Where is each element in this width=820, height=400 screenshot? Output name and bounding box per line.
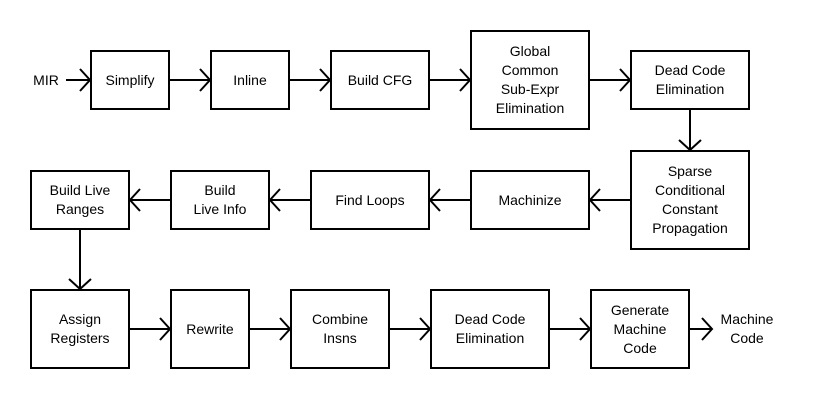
node-label: Inline	[233, 71, 267, 88]
node-label: Rewrite	[186, 320, 234, 337]
node-build-live-info: Build Live Info	[170, 170, 270, 230]
node-global-common-sub-expr-elimination: Global Common Sub-Expr Elimination	[470, 30, 590, 130]
node-machinize: Machinize	[470, 170, 590, 230]
node-build-cfg: Build CFG	[330, 50, 430, 110]
node-sparse-conditional-constant-propagation: Sparse Conditional Constant Propagation	[630, 150, 750, 250]
node-label: Find Loops	[335, 191, 405, 208]
node-label: Build CFG	[347, 71, 413, 88]
node-assign-registers: Assign Registers	[30, 289, 130, 369]
node-inline: Inline	[210, 50, 290, 110]
input-label-mir: MIR	[20, 66, 72, 94]
node-label: Build Live Info	[193, 182, 247, 217]
output-label-machine-code: Machine Code	[708, 300, 786, 358]
node-dead-code-elimination-2: Dead Code Elimination	[430, 289, 550, 369]
node-simplify: Simplify	[90, 50, 170, 110]
node-label: Machinize	[498, 191, 562, 208]
node-label: Simplify	[105, 71, 155, 88]
input-label-text: MIR	[33, 71, 59, 88]
node-combine-insns: Combine Insns	[290, 289, 390, 369]
node-label: Sparse Conditional Constant Propagation	[652, 163, 728, 236]
output-label-text: Machine Code	[720, 311, 774, 346]
node-find-loops: Find Loops	[310, 170, 430, 230]
node-label: Global Common Sub-Expr Elimination	[495, 43, 565, 116]
node-dead-code-elimination-1: Dead Code Elimination	[630, 50, 750, 110]
node-generate-machine-code: Generate Machine Code	[590, 289, 690, 369]
node-label: Generate Machine Code	[610, 301, 670, 356]
node-label: Build Live Ranges	[49, 182, 111, 217]
node-build-live-ranges: Build Live Ranges	[30, 170, 130, 230]
node-label: Combine Insns	[311, 311, 369, 346]
node-rewrite: Rewrite	[170, 289, 250, 369]
node-label: Assign Registers	[50, 311, 110, 346]
node-label: Dead Code Elimination	[654, 62, 726, 97]
node-label: Dead Code Elimination	[454, 311, 526, 346]
